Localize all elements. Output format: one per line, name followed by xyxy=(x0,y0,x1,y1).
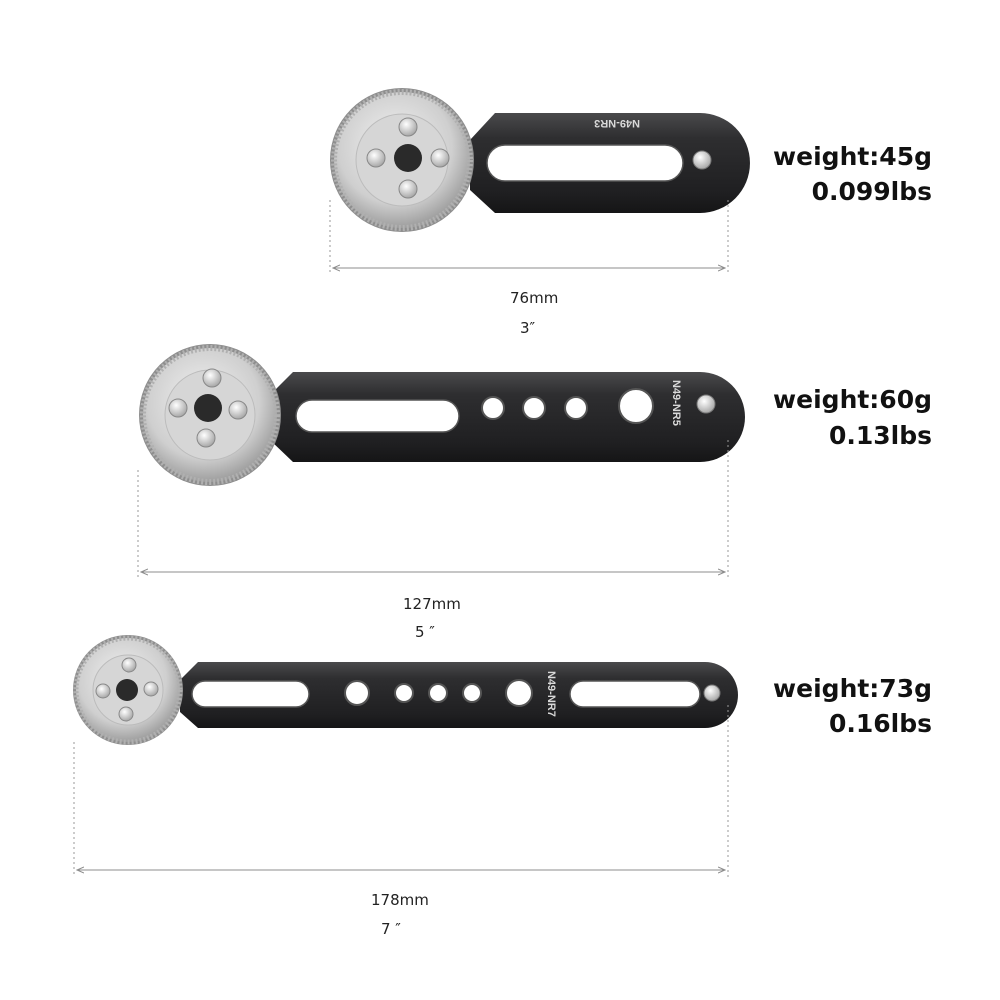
dimension-nr5 xyxy=(137,440,729,578)
rosette-icon xyxy=(73,635,183,745)
dimension-nr3 xyxy=(329,200,729,275)
hole xyxy=(618,388,654,424)
length-mm-nr5: 127mm xyxy=(403,595,461,613)
slot xyxy=(569,680,701,708)
slot xyxy=(295,399,460,433)
weight-g-nr7: weight:73g xyxy=(773,674,932,703)
hole xyxy=(522,396,546,420)
screw-icon xyxy=(703,684,721,702)
weight-g-nr5: weight:60g xyxy=(773,385,932,414)
length-in-nr7: 7 ″ xyxy=(381,920,401,938)
arm-nr7: N49-NR7 xyxy=(73,635,738,745)
arm-body xyxy=(180,662,738,728)
model-label: N49-NR5 xyxy=(670,380,682,426)
hole xyxy=(394,683,414,703)
arm-nr3: N49-NR3 xyxy=(330,88,750,232)
dimension-nr7 xyxy=(73,705,729,877)
hole xyxy=(344,680,370,706)
length-mm-nr3: 76mm xyxy=(510,289,558,307)
hole xyxy=(428,683,448,703)
weight-g-nr3: weight:45g xyxy=(773,142,932,171)
screw-icon xyxy=(696,394,716,414)
arm-nr5: N49-NR5 xyxy=(139,344,745,486)
weight-lbs-nr3: 0.099lbs xyxy=(812,177,932,206)
weight-lbs-nr5: 0.13lbs xyxy=(829,421,932,450)
hole xyxy=(481,396,505,420)
length-in-nr5: 5 ″ xyxy=(415,623,435,641)
rosette-icon xyxy=(139,344,281,486)
length-mm-nr7: 178mm xyxy=(371,891,429,909)
rosette-icon xyxy=(330,88,474,232)
hole xyxy=(505,679,533,707)
weight-lbs-nr7: 0.16lbs xyxy=(829,709,932,738)
slot xyxy=(191,680,310,708)
model-label: N49-NR3 xyxy=(594,117,640,129)
hole xyxy=(564,396,588,420)
slot xyxy=(486,144,684,182)
hole xyxy=(462,683,482,703)
model-label: N49-NR7 xyxy=(545,671,557,717)
length-in-nr3: 3″ xyxy=(520,319,536,337)
screw-icon xyxy=(692,150,712,170)
